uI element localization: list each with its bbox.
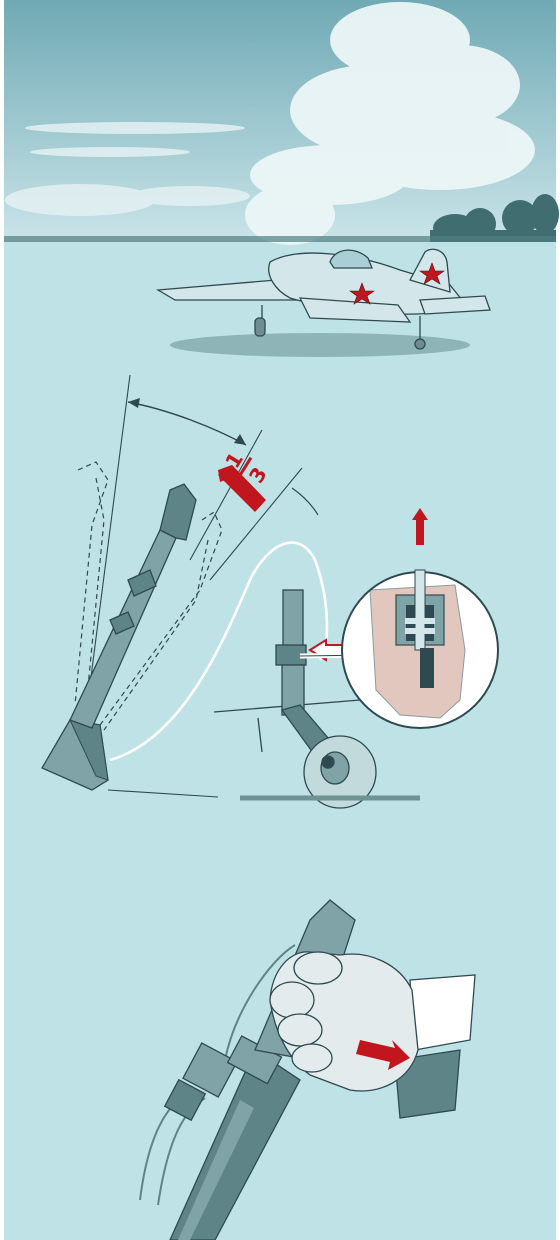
horizon-line: [4, 236, 556, 242]
